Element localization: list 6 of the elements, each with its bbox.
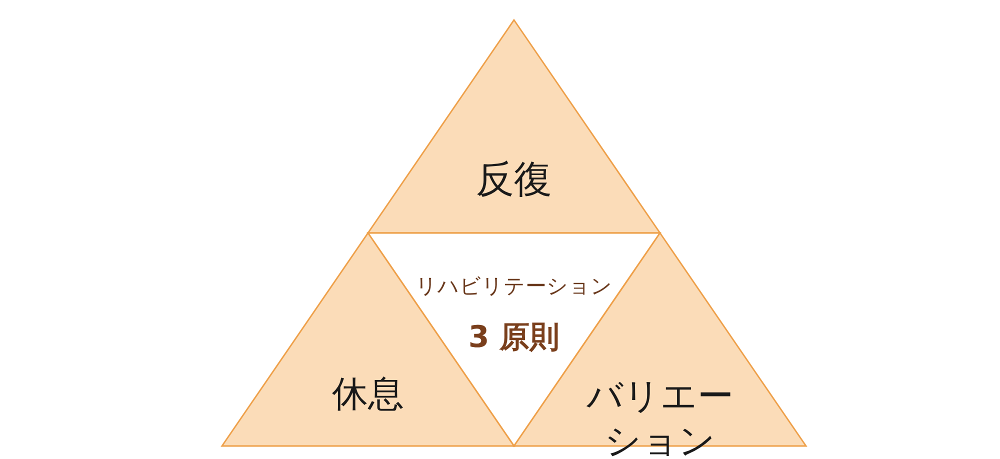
triangle-segment xyxy=(368,20,660,233)
segment-label: リハビリテーション xyxy=(414,273,614,300)
segment-label: バリエーション xyxy=(586,375,734,459)
segment-label: 3 原則 xyxy=(467,319,561,356)
segment-label: 休息 xyxy=(331,373,405,417)
segment-label: 反復 xyxy=(475,156,553,203)
